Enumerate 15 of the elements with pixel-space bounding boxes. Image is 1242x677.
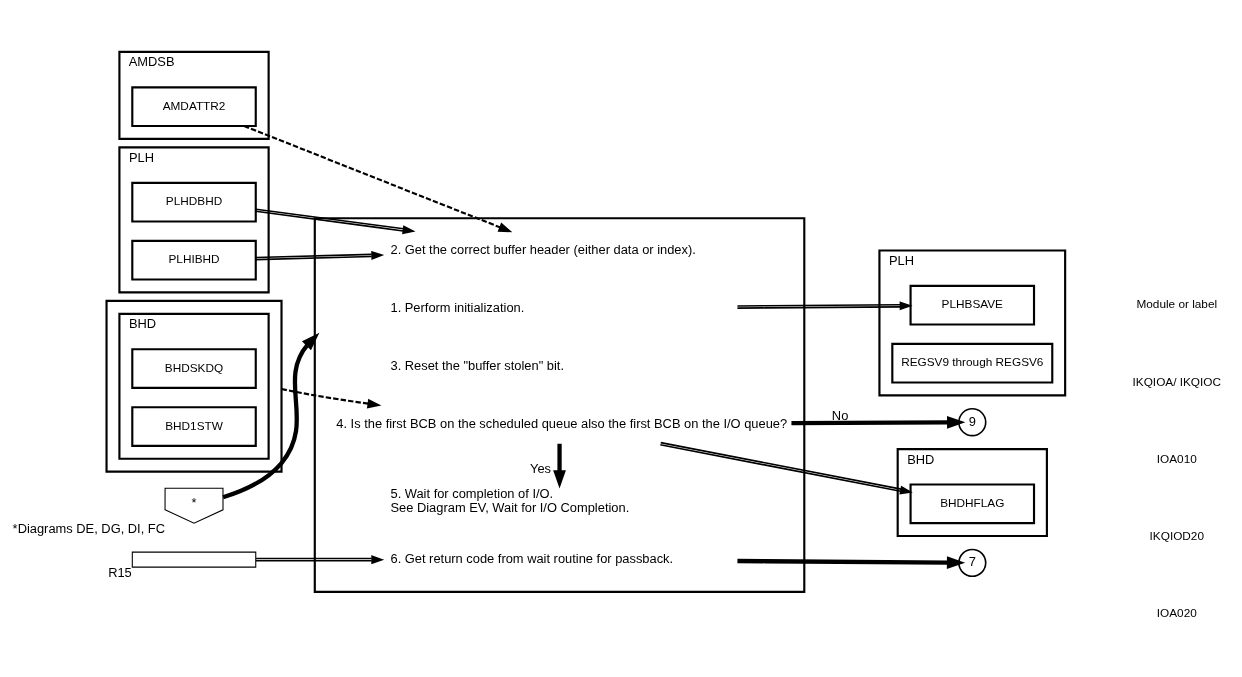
node-text: 1. Perform initialization. (390, 299, 525, 315)
node-text: 6. Get return code from wait routine for passback. (390, 550, 674, 566)
label: IOA010 (1156, 451, 1197, 466)
node-label: *Diagrams DE, DG, DI, FC (12, 521, 166, 537)
label: IKQIOA/ IKQIOC (1132, 374, 1222, 389)
node-text: 3. Reset the "buffer stolen" bit. (390, 357, 564, 373)
node-text: 2. Get the correct buffer header (either data or index). (390, 241, 696, 257)
node-label: R15 (108, 565, 132, 581)
label: IOA020 (1156, 606, 1197, 621)
label: Module or label (1136, 297, 1218, 312)
node-text: 5. Wait for completion of I/O. See Diagram EV, Wait for I/O Completion. (390, 486, 630, 515)
edge-label: No (831, 407, 849, 423)
edge-label: Yes (530, 461, 552, 477)
label: IKQIOD20 (1149, 529, 1204, 544)
node-text: 4. Is the first BCB on the scheduled queue also the first BCB on the I/O queue? (336, 415, 788, 431)
